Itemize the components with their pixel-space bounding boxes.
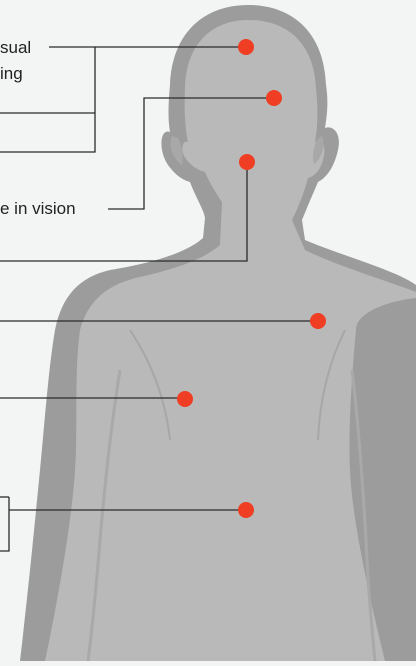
label-visual-disturbance-line1: sual [0,37,31,59]
marker-chest-center [177,391,193,407]
marker-chest-left [310,313,326,329]
marker-temple [266,90,282,106]
label-visual-disturbance-line2: ing [0,63,23,85]
label-vision-change: e in vision [0,198,76,220]
marker-abdomen [238,502,254,518]
marker-forehead [238,39,254,55]
marker-chin [239,154,255,170]
leader-line-abdomen-bracket [0,497,9,551]
